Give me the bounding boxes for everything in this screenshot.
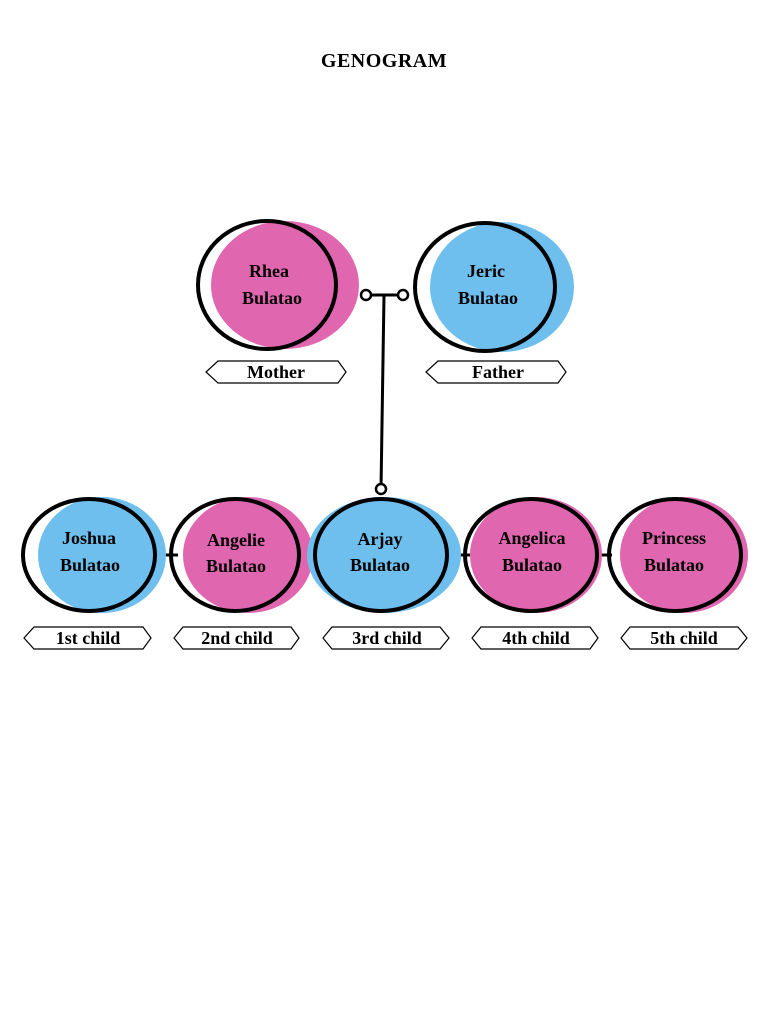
person-last-name: Bulatao [206,556,266,576]
person-outline [607,497,743,613]
person-outline [21,497,157,613]
person-outline [313,497,449,613]
role-label-text: 5th child [650,628,718,648]
person-fill [307,497,461,613]
person-outline [413,221,557,353]
person-first-name: Princess [642,528,706,548]
descent-line [379,294,386,490]
person-first-name: Angelie [207,530,265,550]
person-node-father: Jeric Bulatao [413,221,574,353]
person-first-name: Arjay [358,529,403,549]
person-node-child-1: Joshua Bulatao [21,497,166,613]
person-fill [38,497,166,613]
person-fill [430,222,574,352]
person-first-name: Angelica [499,528,566,548]
person-node-child-4: Angelica Bulatao [463,497,602,613]
role-label-shape [205,360,347,384]
person-last-name: Bulatao [502,555,562,575]
person-last-name: Bulatao [458,288,518,308]
role-label-father: Father [425,360,567,384]
person-fill [470,497,602,613]
person-last-name: Bulatao [644,555,704,575]
person-node-mother: Rhea Bulatao [196,219,359,351]
person-fill [211,221,359,349]
role-label-shape [620,626,748,650]
marriage-node-right [396,288,410,302]
page-title: GENOGRAM [320,50,448,72]
role-label-shape [322,626,450,650]
role-label-child-3: 3rd child [322,626,450,650]
role-label-text: Mother [247,362,305,382]
descent-node [374,482,388,496]
person-outline [169,497,301,613]
person-last-name: Bulatao [242,288,302,308]
person-node-child-5: Princess Bulatao [607,497,748,613]
role-label-shape [425,360,567,384]
role-label-child-4: 4th child [471,626,599,650]
role-label-child-2: 2nd child [173,626,300,650]
person-node-child-2: Angelie Bulatao [169,497,313,613]
role-label-mother: Mother [205,360,347,384]
marriage-node-left [359,288,373,302]
role-label-text: 1st child [56,628,121,648]
role-label-shape [471,626,599,650]
person-node-child-3: Arjay Bulatao [307,497,461,613]
person-first-name: Jeric [467,261,505,281]
role-label-text: Father [472,362,524,382]
person-first-name: Joshua [62,528,116,548]
role-label-child-5: 5th child [620,626,748,650]
role-label-text: 3rd child [352,628,422,648]
person-fill [183,497,313,613]
person-last-name: Bulatao [60,555,120,575]
role-label-text: 2nd child [201,628,273,648]
role-label-child-1: 1st child [23,626,152,650]
role-label-shape [173,626,300,650]
role-label-shape [23,626,152,650]
person-last-name: Bulatao [350,555,410,575]
person-outline [196,219,338,351]
person-first-name: Rhea [249,261,289,281]
person-outline [463,497,599,613]
person-fill [620,497,748,613]
role-label-text: 4th child [502,628,570,648]
